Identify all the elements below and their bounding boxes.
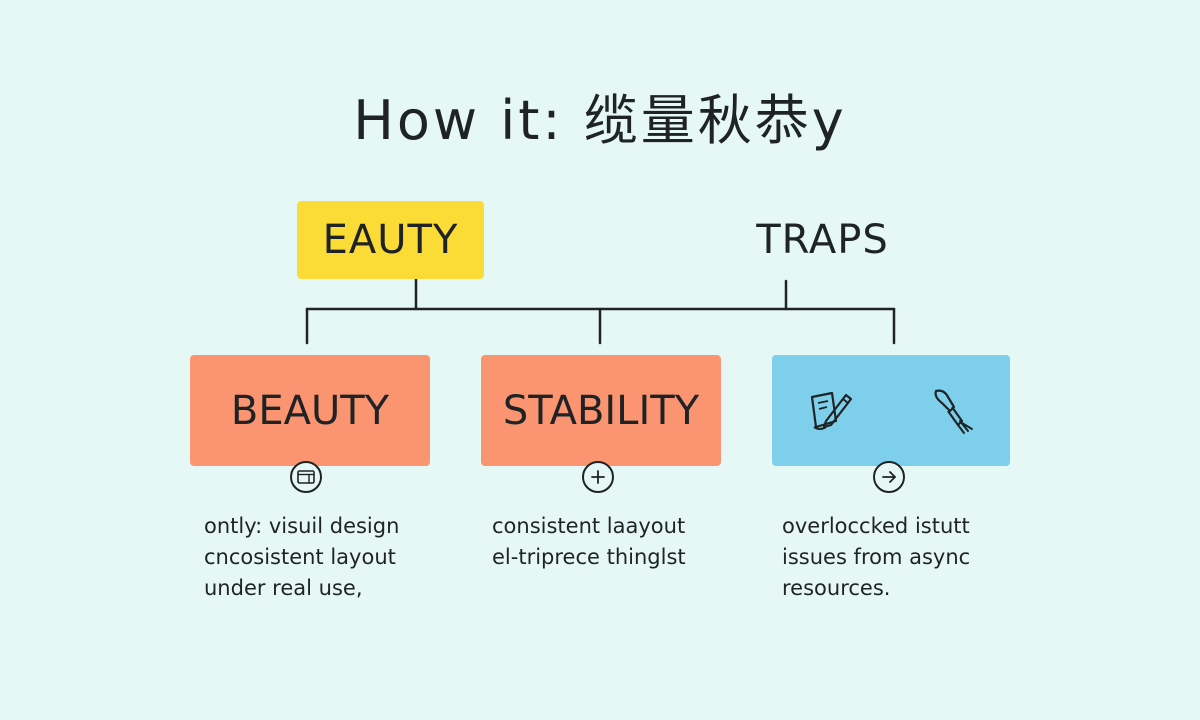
desc-line: ontly: visuil design [204, 514, 400, 538]
node-traps-label: TRAPS [756, 217, 889, 263]
desc-line: under real use, [204, 576, 363, 600]
node-eauty: EAUTY [297, 201, 484, 279]
desc-line: el-triprece thinglst [492, 545, 686, 569]
plus-icon [582, 461, 614, 493]
box-beauty: BEAUTY [190, 355, 430, 466]
desc-line: overloccked istutt [782, 514, 970, 538]
desc-stability: consistent laayout el-triprece thinglst [492, 511, 686, 573]
desc-line: consistent laayout [492, 514, 686, 538]
box-stability-label: STABILITY [502, 387, 700, 434]
arrow-right-icon [873, 461, 905, 493]
brush-icon [934, 389, 973, 434]
page-title: How it: 缆量秋恭y [353, 89, 847, 152]
node-eauty-label: EAUTY [322, 217, 459, 263]
desc-tools: overloccked istutt issues from async res… [782, 511, 970, 604]
node-traps: TRAPS [740, 201, 905, 279]
box-beauty-label: BEAUTY [230, 387, 390, 434]
window-icon [290, 461, 322, 493]
desc-line: issues from async [782, 545, 971, 569]
box-tools [772, 355, 1010, 466]
desc-line: resources. [782, 576, 891, 600]
box-stability: STABILITY [481, 355, 721, 466]
desc-beauty: ontly: visuil design cncosistent layout … [204, 511, 399, 604]
note-pen-icon [810, 391, 853, 430]
desc-line: cncosistent layout [204, 545, 396, 569]
